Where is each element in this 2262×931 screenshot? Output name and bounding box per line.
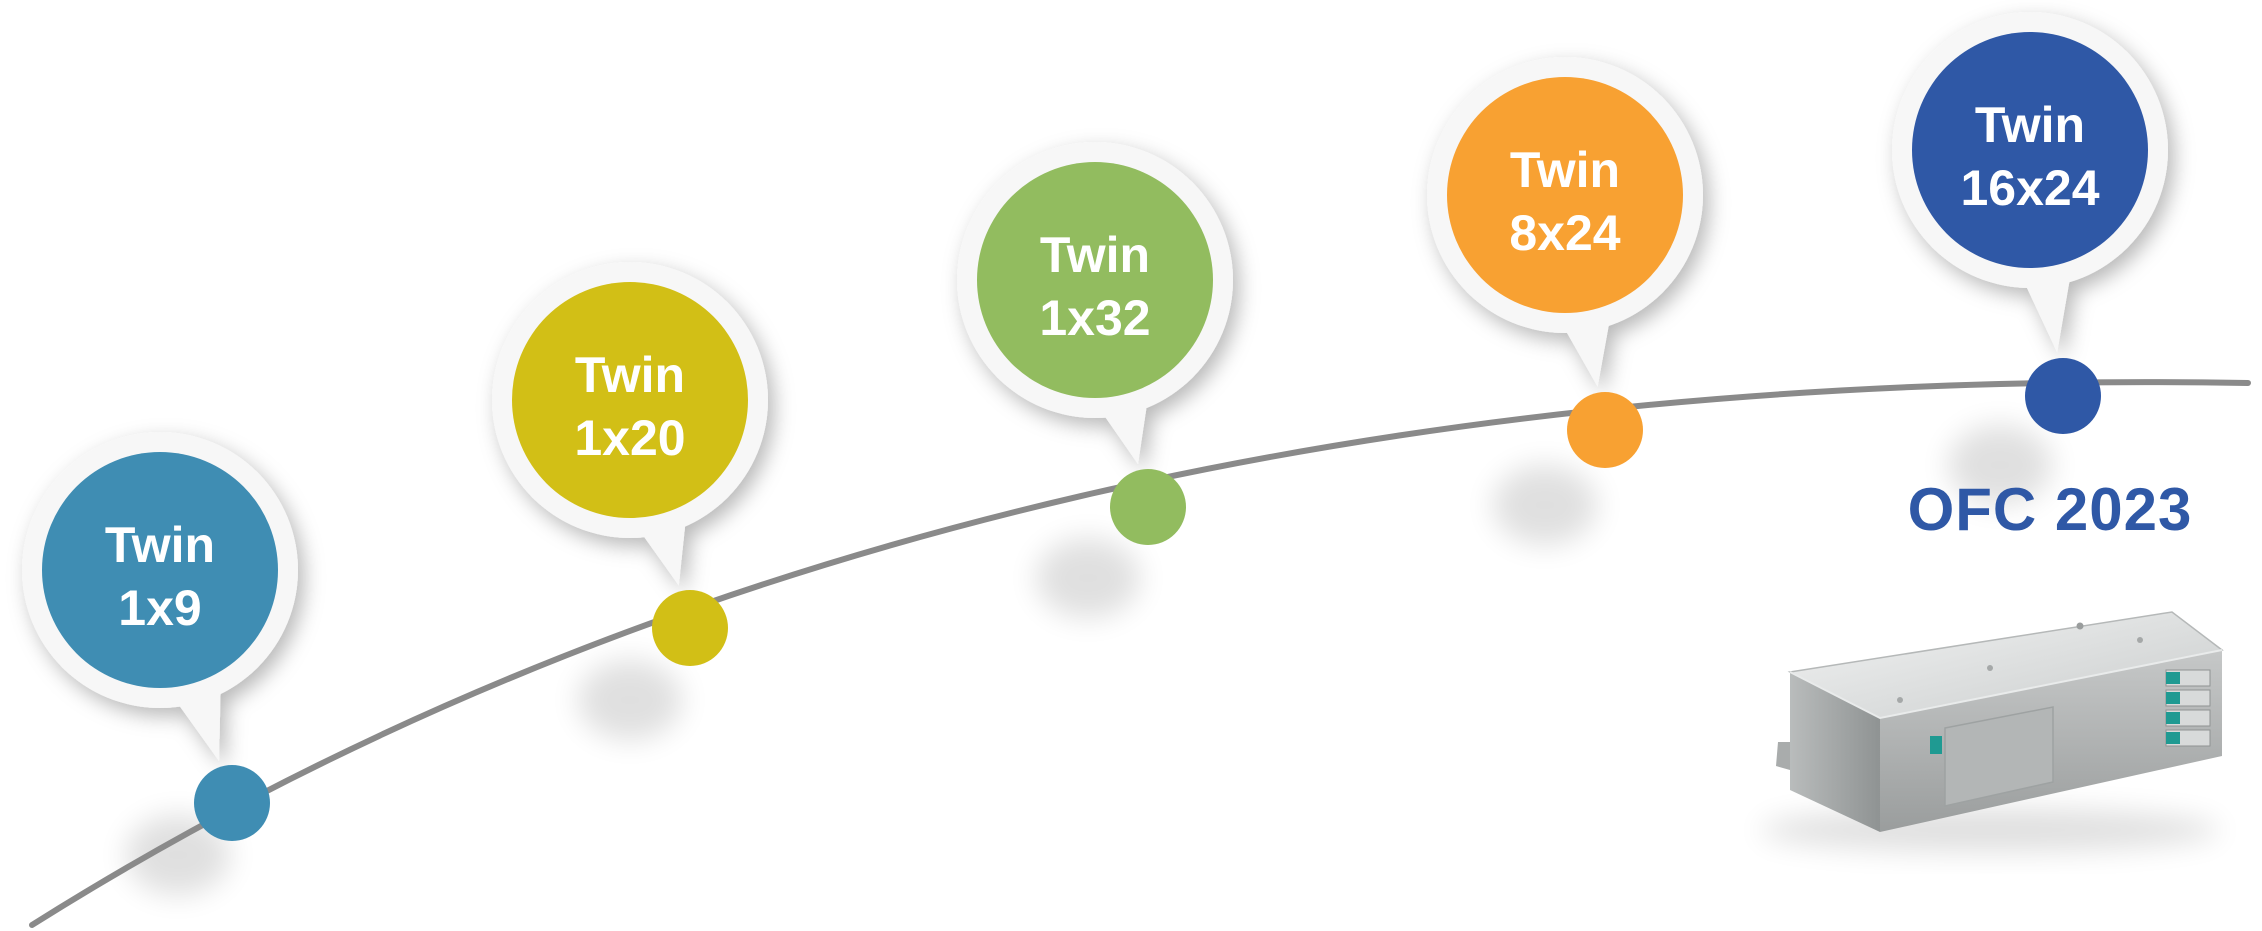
milestone-label-line2: 1x32 [1039, 290, 1150, 346]
ground-shadow-16x24 [1948, 425, 2052, 505]
milestone-label-line1: Twin [575, 347, 685, 403]
milestone-label-line1: Twin [1975, 97, 2085, 153]
milestone-pin-twin-1x20: Twin 1x20 [492, 262, 768, 586]
milestone-disk-8x24 [1447, 77, 1683, 313]
timeline-dot-8x24 [1567, 392, 1643, 468]
timeline-curve [29, 379, 2251, 928]
milestone-disk-16x24 [1912, 32, 2148, 268]
optical-switch-module-image [1760, 611, 2224, 852]
ground-shadow-1x32 [1036, 538, 1140, 618]
milestone-pin-twin-1x32: Twin 1x32 [957, 142, 1233, 465]
milestone-pin-twin-16x24: Twin 16x24 [1892, 12, 2168, 353]
milestone-disk-1x20 [512, 282, 748, 518]
milestone-label-line2: 1x20 [574, 410, 685, 466]
ground-shadow-1x20 [578, 660, 682, 740]
milestone-pin-twin-8x24: Twin 8x24 [1427, 57, 1703, 387]
milestone-disk-1x32 [977, 162, 1213, 398]
milestone-disk-1x9 [42, 452, 278, 688]
milestone-label-line1: Twin [1510, 142, 1620, 198]
ground-shadows [126, 425, 2052, 895]
timeline-dot-16x24 [2025, 358, 2101, 434]
milestone-pin-twin-1x9: Twin 1x9 [22, 432, 298, 761]
milestone-label-line2: 1x9 [118, 580, 201, 636]
milestone-label-line1: Twin [105, 517, 215, 573]
fiber-connector-ports [1930, 669, 2211, 754]
event-label-ofc-2023: OFC 2023 [1907, 476, 2193, 543]
timeline-dot-1x32 [1110, 469, 1186, 545]
timeline-dot-1x20 [652, 590, 728, 666]
ground-shadow-1x9 [126, 815, 230, 895]
timeline-dot-1x9 [194, 765, 270, 841]
milestone-label-line2: 8x24 [1509, 205, 1620, 261]
milestone-label-line1: Twin [1040, 227, 1150, 283]
milestone-label-line2: 16x24 [1960, 160, 2099, 216]
ground-shadow-8x24 [1493, 465, 1597, 545]
